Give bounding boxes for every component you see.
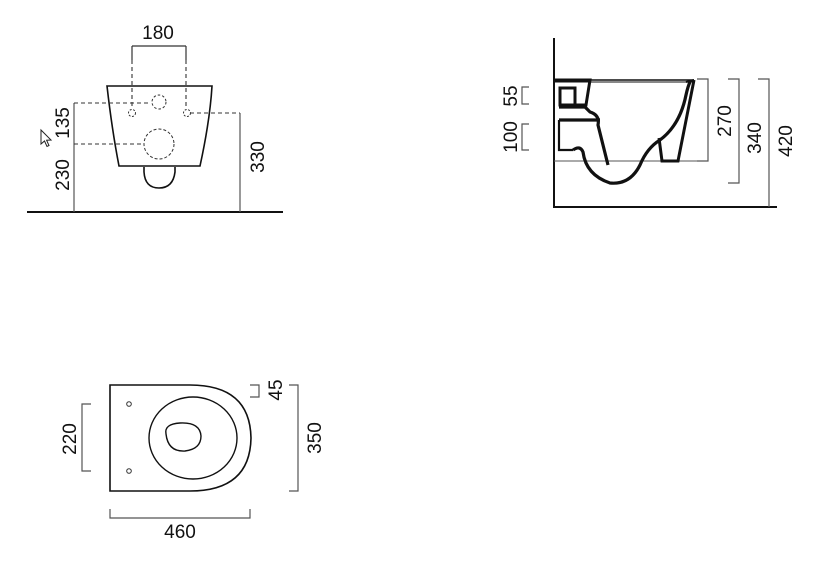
plan-fixing-hole-bottom-icon (126, 468, 132, 474)
dim-135-label: 135 (53, 107, 74, 139)
plan-fixing-hole-top-icon (126, 401, 132, 407)
dim-100-label: 100 (501, 121, 522, 153)
bowl-plan-outline (109, 384, 252, 492)
outlet-hole-icon (143, 128, 175, 160)
dim-420-label: 420 (776, 125, 797, 157)
arrow-cursor-icon (40, 128, 53, 148)
inlet-hole-icon (151, 94, 167, 110)
bowl-opening (165, 422, 202, 452)
dim-45-label: 45 (266, 379, 287, 400)
front-view: 180 135 230 330 (27, 23, 283, 213)
fixing-hole-left-icon (128, 109, 136, 117)
dim-270-label: 270 (715, 105, 736, 137)
outlet-bulge (143, 167, 176, 189)
dim-330-label: 330 (248, 141, 269, 173)
side-view: 55 100 270 340 420 (501, 38, 797, 208)
bowl-front-outline (106, 85, 213, 167)
dim-350-label: 350 (305, 422, 326, 454)
dim-460-label: 460 (164, 522, 196, 543)
dim-180-label: 180 (142, 23, 174, 44)
dim-340-label: 340 (745, 122, 766, 154)
dim-220-label: 220 (60, 423, 81, 455)
dim-55-label: 55 (501, 85, 522, 106)
rim-outline (148, 396, 238, 480)
fixing-hole-right-icon (183, 109, 191, 117)
plan-view: 220 45 350 460 (60, 379, 326, 543)
dim-230-label: 230 (53, 159, 74, 191)
